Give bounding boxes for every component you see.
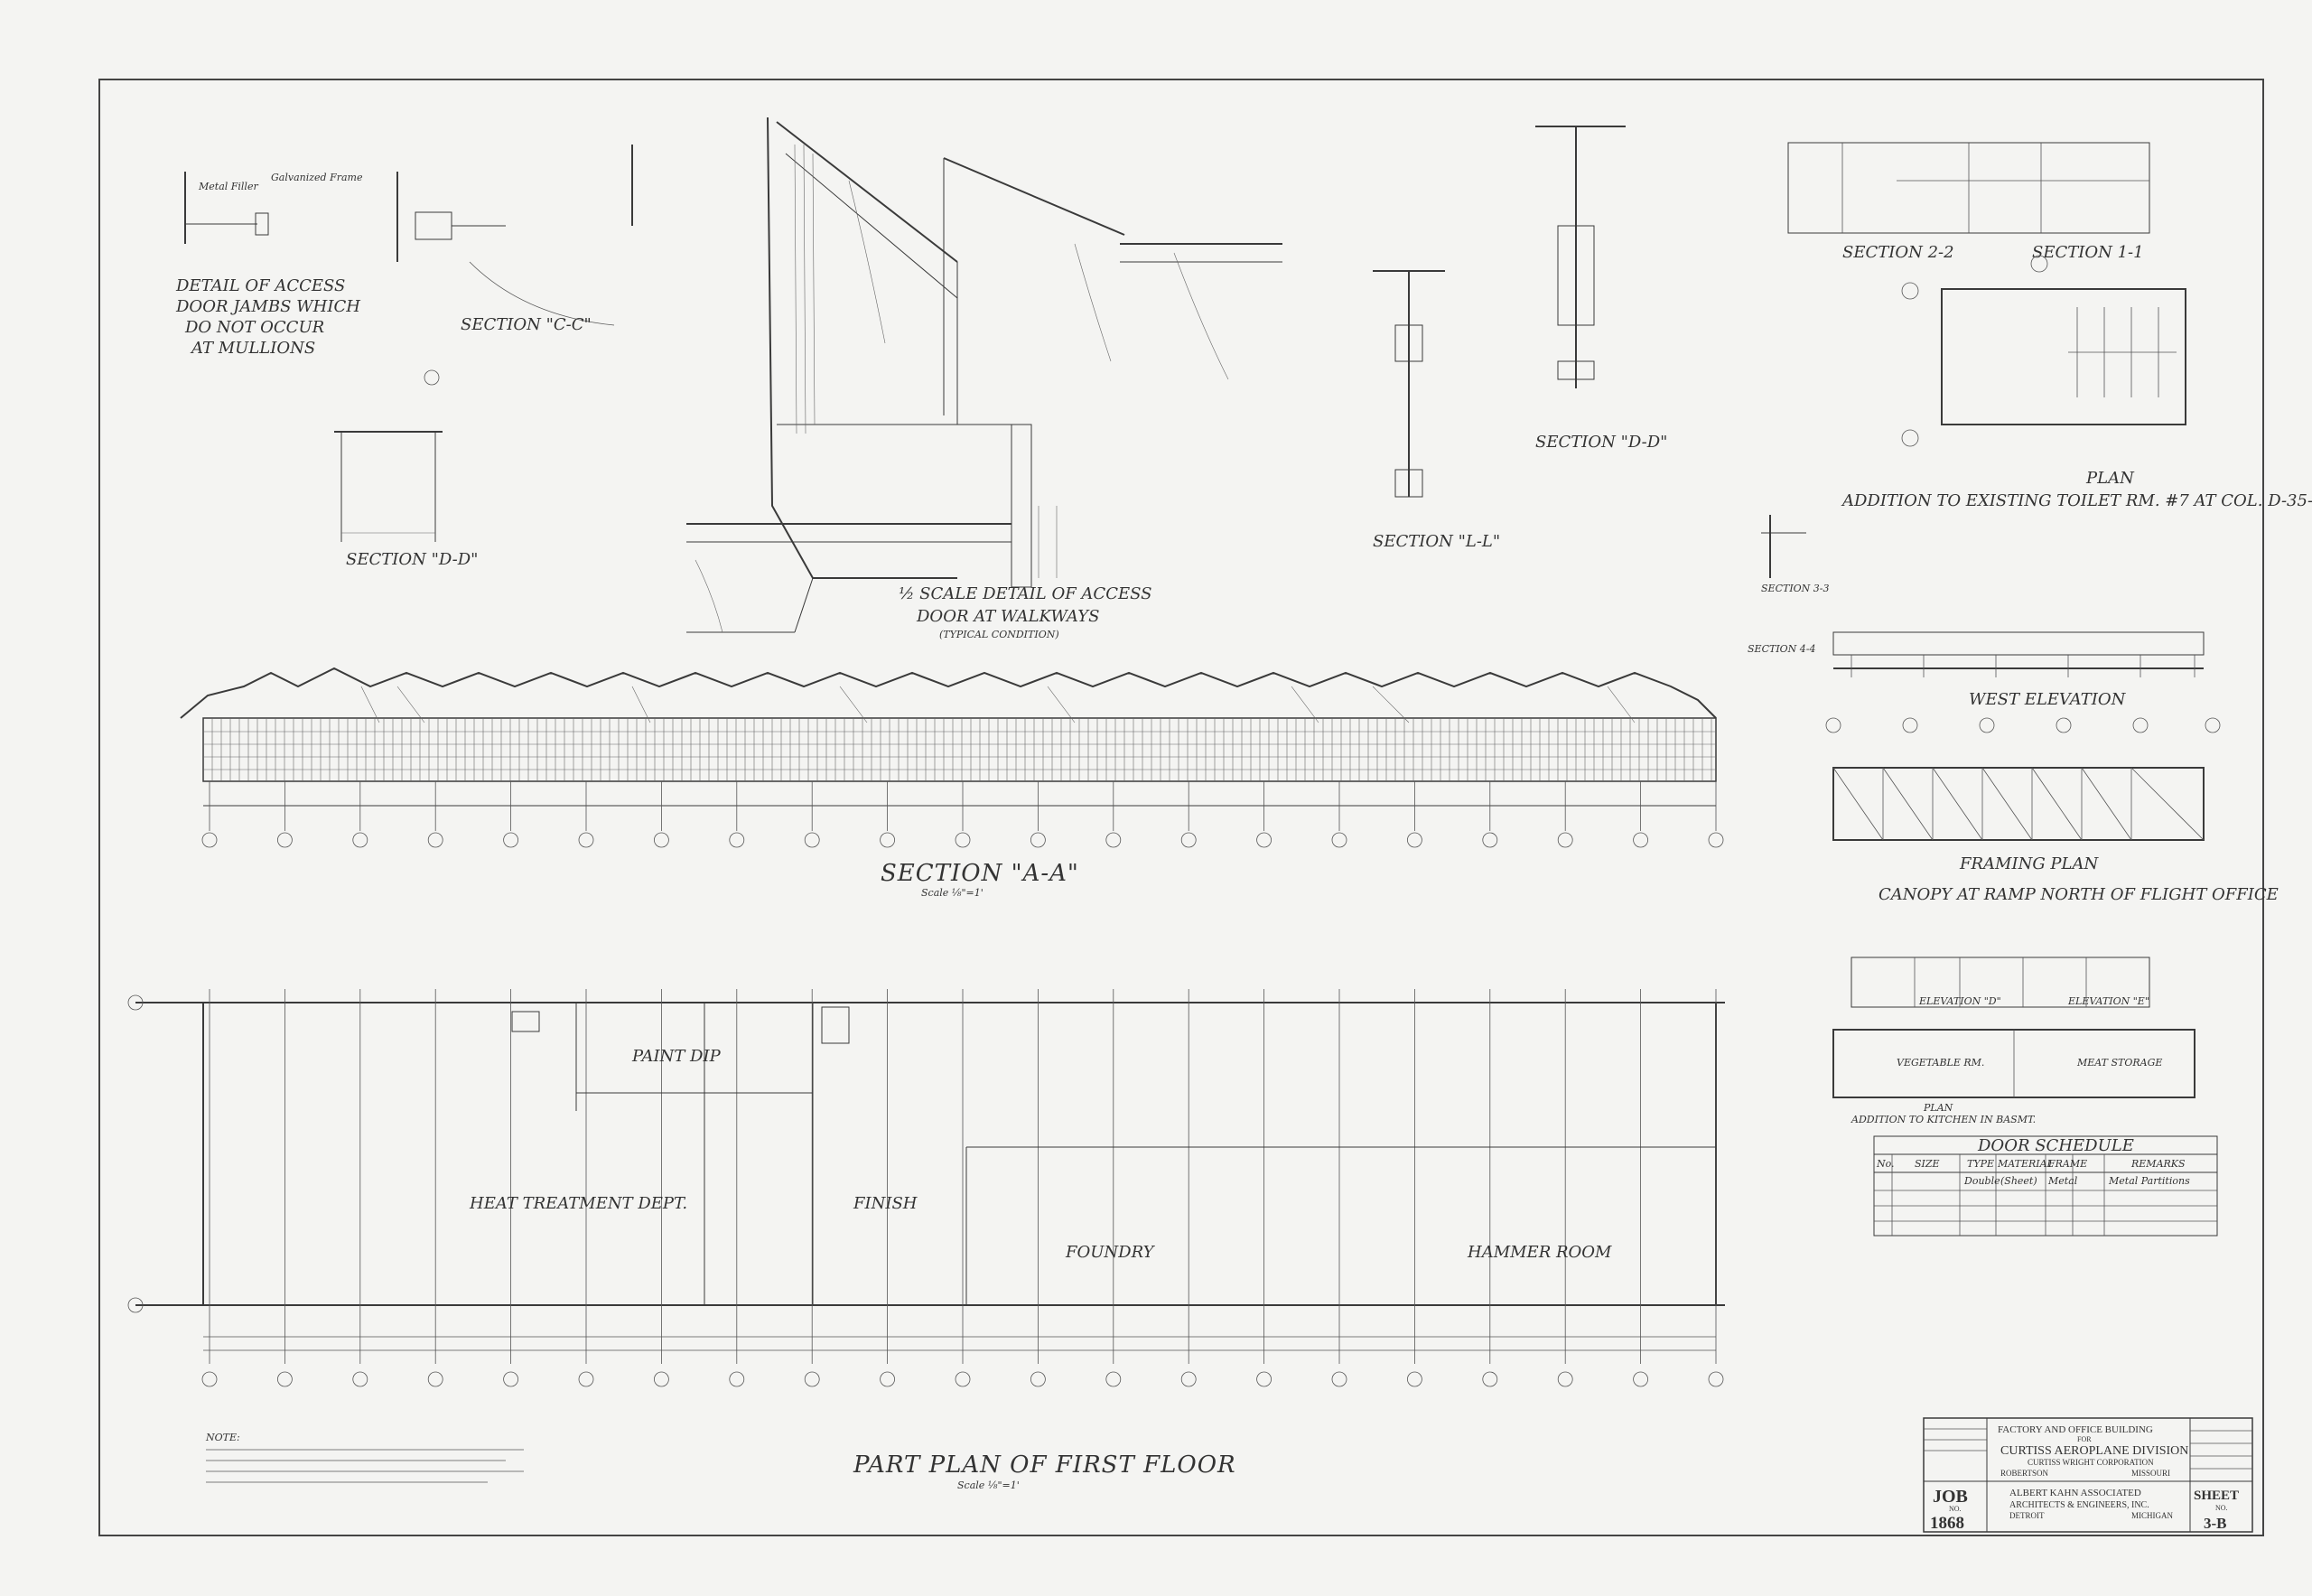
- access-detail-title-2: DOOR AT WALKWAYS: [916, 607, 1099, 626]
- room-finish: FINISH: [853, 1194, 918, 1213]
- toilet-plan: PLAN ADDITION TO EXISTING TOILET RM. #7 …: [1841, 255, 2312, 510]
- elevation-d-title: ELEVATION "D": [1918, 995, 2001, 1007]
- door-schedule-header-remarks: REMARKS: [2130, 1158, 2186, 1170]
- room-heat-treatment: HEAT TREATMENT DEPT.: [469, 1194, 687, 1213]
- toilet-addition-title: ADDITION TO EXISTING TOILET RM. #7 AT CO…: [1841, 491, 2312, 510]
- title-line-2: FOR: [2077, 1435, 2092, 1443]
- sheet-number: 3-B: [2204, 1515, 2227, 1532]
- section-aa-title: SECTION "A-A": [881, 860, 1079, 887]
- door-schedule-subheader-remarks: Metal Partitions: [2108, 1175, 2190, 1187]
- framing-plan-title: FRAMING PLAN: [1959, 854, 2099, 873]
- section-33-title: SECTION 3-3: [1761, 583, 1830, 594]
- vegetable-room-label: VEGETABLE RM.: [1897, 1057, 1984, 1069]
- room-hammer-room: HAMMER ROOM: [1467, 1243, 1612, 1262]
- title-line-1: FACTORY AND OFFICE BUILDING: [1998, 1424, 2153, 1435]
- door-schedule: DOOR SCHEDULE No. SIZE TYPE MATERIAL FRA…: [1873, 1135, 2218, 1237]
- access-detail-title-1: ½ SCALE DETAIL OF ACCESS: [899, 584, 1151, 603]
- section-dd-large-detail: SECTION "D-D": [1535, 126, 1667, 452]
- architect-firm: ARCHITECTS & ENGINEERS, INC.: [2009, 1500, 2149, 1510]
- section-11-title: SECTION 1-1: [2032, 243, 2144, 262]
- canopy-sections: SECTION 3-3 SECTION 4-4 WEST ELEVATION: [1748, 515, 2205, 709]
- first-floor-plan: PAINT DIP HEAT TREATMENT DEPT. FINISH FO…: [127, 989, 1725, 1491]
- canopy-title: CANOPY AT RAMP NORTH OF FLIGHT OFFICE: [1878, 885, 2279, 904]
- section-aa: SECTION "A-A" Scale ⅛"=1': [180, 667, 1724, 899]
- sheet-label: SHEET: [2194, 1489, 2239, 1503]
- section-d5-detail: SECTION "D-D": [334, 431, 478, 569]
- toilet-sections: SECTION 2-2 SECTION 1-1: [1787, 142, 2150, 262]
- title-city: ROBERTSON: [2000, 1469, 2048, 1478]
- access-door-title-3: DO NOT OCCUR: [184, 318, 324, 337]
- section-cc-detail: SECTION "C-C": [396, 145, 633, 386]
- meat-storage-label: MEAT STORAGE: [2076, 1057, 2162, 1069]
- door-schedule-title: DOOR SCHEDULE: [1977, 1136, 2134, 1155]
- title-state: MISSOURI: [2131, 1469, 2170, 1478]
- room-foundry: FOUNDRY: [1065, 1243, 1156, 1262]
- architect-city: DETROIT: [2009, 1511, 2045, 1520]
- access-door-title-2: DOOR JAMBS WHICH: [175, 297, 360, 316]
- section-44-title: SECTION 4-4: [1748, 643, 1816, 655]
- section-dd-small-title: SECTION "D-D": [346, 550, 478, 569]
- svg-text:Metal Filler: Metal Filler: [198, 181, 258, 192]
- access-door-title-4: AT MULLIONS: [190, 339, 315, 358]
- architect-name: ALBERT KAHN ASSOCIATED: [2009, 1488, 2141, 1498]
- section-ll-detail: SECTION "L-L": [1373, 270, 1500, 551]
- elevation-e-title: ELEVATION "E": [2067, 995, 2149, 1007]
- kitchen-addition-title: ADDITION TO KITCHEN IN BASMT.: [1851, 1114, 2036, 1125]
- section-ll-title: SECTION "L-L": [1373, 532, 1500, 551]
- door-schedule-header-frame: FRAME: [2047, 1158, 2087, 1170]
- west-elevation-title: WEST ELEVATION: [1969, 690, 2127, 709]
- access-door-title-1: DETAIL OF ACCESS: [175, 276, 345, 295]
- access-door-detail: Metal Filler Galvanized Frame DETAIL OF …: [175, 172, 363, 358]
- sheet-no-label: NO.: [2215, 1504, 2228, 1512]
- canopy-framing-plan: FRAMING PLAN CANOPY AT RAMP NORTH OF FLI…: [1825, 717, 2279, 904]
- access-detail-title-3: (TYPICAL CONDITION): [939, 629, 1059, 640]
- plan-note-heading: NOTE:: [205, 1432, 240, 1443]
- section-22-title: SECTION 2-2: [1842, 243, 1954, 262]
- plan-2-title: PLAN: [1923, 1102, 1953, 1114]
- title-block: FACTORY AND OFFICE BUILDING FOR CURTISS …: [1923, 1417, 2253, 1533]
- room-paint-dip: PAINT DIP: [631, 1047, 722, 1066]
- plan-scale: Scale ⅛"=1': [957, 1479, 1020, 1491]
- section-cc-title: SECTION "C-C": [461, 315, 592, 334]
- sheet-border: [98, 79, 2264, 1536]
- access-door-isometric: ½ SCALE DETAIL OF ACCESS DOOR AT WALKWAY…: [686, 117, 1282, 640]
- door-schedule-header-size: SIZE: [1915, 1158, 1940, 1170]
- architect-state: MICHIGAN: [2131, 1511, 2173, 1520]
- job-no-label: NO.: [1949, 1505, 1962, 1513]
- door-schedule-header-no: No.: [1876, 1158, 1895, 1170]
- section-dd-large-title: SECTION "D-D": [1535, 433, 1667, 452]
- section-aa-scale: Scale ⅛"=1': [921, 887, 984, 899]
- job-label: JOB: [1933, 1487, 1968, 1507]
- door-schedule-header-type: TYPE: [1967, 1158, 1994, 1170]
- door-schedule-subheader-frame: Metal: [2047, 1175, 2078, 1187]
- door-schedule-header-material: MATERIAL: [1997, 1158, 2054, 1170]
- job-number: 1868: [1930, 1514, 1964, 1533]
- svg-text:Galvanized Frame: Galvanized Frame: [271, 172, 363, 183]
- door-schedule-subheader-type: Double: [1963, 1175, 2000, 1187]
- title-line-4: CURTISS WRIGHT CORPORATION: [2028, 1458, 2154, 1467]
- plan-title: PLAN: [2085, 469, 2135, 488]
- door-schedule-subheader-material: (Sheet): [2000, 1175, 2037, 1187]
- title-line-3: CURTISS AEROPLANE DIVISION: [2000, 1444, 2188, 1458]
- plan-title: PART PLAN OF FIRST FLOOR: [853, 1451, 1236, 1479]
- kitchen-addition: ELEVATION "D" ELEVATION "E" VEGETABLE RM…: [1832, 957, 2195, 1125]
